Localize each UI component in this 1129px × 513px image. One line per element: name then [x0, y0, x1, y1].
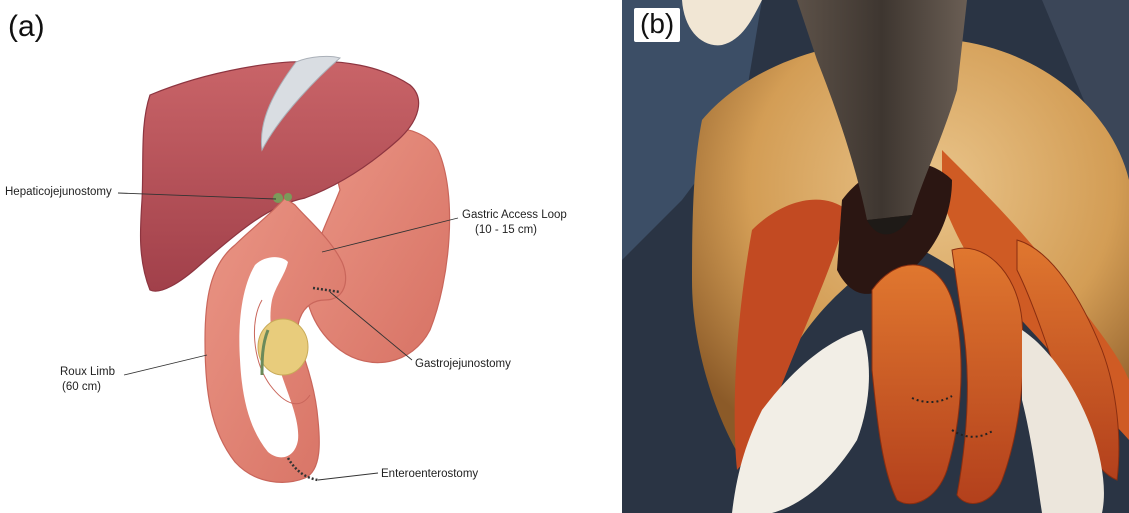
- leader-roux-limb: [124, 355, 207, 375]
- callout-hepaticojejunostomy: Hepaticojejunostomy: [5, 186, 112, 198]
- callout-gastrojejunostomy: Gastrojejunostomy: [415, 358, 511, 370]
- callout-roux-limb: Roux Limb: [60, 366, 115, 378]
- panel-label-b: (b): [634, 8, 680, 42]
- callout-roux-limb-length: (60 cm): [62, 381, 101, 393]
- gallbladder: [258, 319, 308, 375]
- leader-enteroenterostomy: [318, 473, 378, 480]
- callout-gastric-access-loop: Gastric Access Loop: [462, 209, 567, 221]
- intraoperative-photo: [622, 0, 1129, 513]
- callout-enteroenterostomy: Enteroenterostomy: [381, 468, 478, 480]
- anatomy-illustration: Hepaticojejunostomy Gastric Access Loop …: [0, 0, 620, 513]
- callout-gastric-access-loop-length: (10 - 15 cm): [475, 224, 537, 236]
